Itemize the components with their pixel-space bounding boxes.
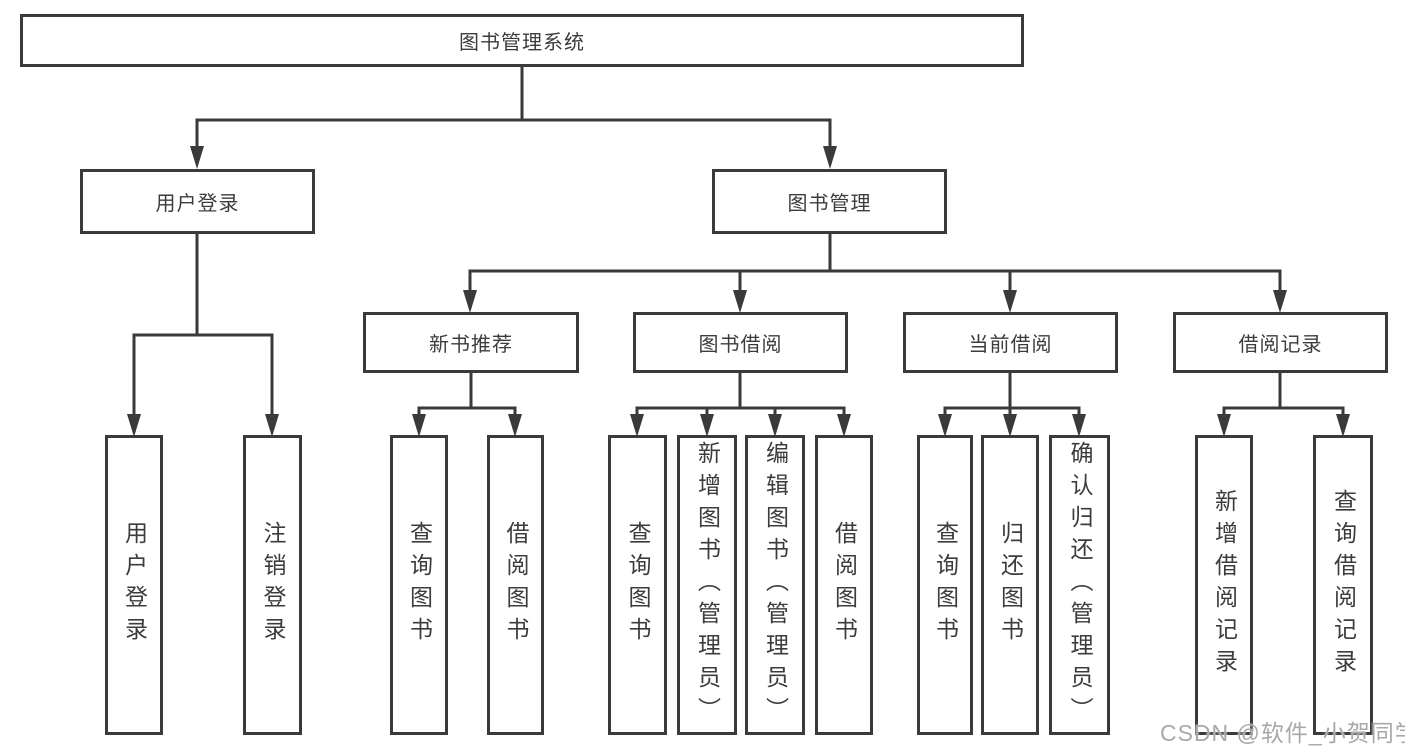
node-leaf-return-books: 归还图书	[981, 435, 1039, 735]
node-leaf-user-login: 用户登录	[105, 435, 163, 735]
node-label: 查询借阅记录	[1330, 489, 1357, 681]
node-label: 用户登录	[155, 193, 240, 215]
node-label: 图书借阅	[698, 334, 783, 356]
node-borrow-records: 借阅记录	[1173, 312, 1388, 373]
node-leaf-query-books: 查询图书	[608, 435, 667, 735]
node-user-login: 用户登录	[80, 169, 315, 234]
node-label: 确认归还（管理员）	[1067, 441, 1093, 729]
node-label: 图书管理系统	[459, 32, 585, 54]
node-leaf-add-borrow-record: 新增借阅记录	[1195, 435, 1253, 735]
node-current-borrow: 当前借阅	[903, 312, 1118, 373]
node-label: 新书推荐	[429, 334, 513, 356]
node-label: 查询图书	[406, 521, 433, 649]
node-new-book-recommend: 新书推荐	[363, 312, 579, 373]
node-library-management-system: 图书管理系统	[20, 14, 1024, 67]
node-label: 图书管理	[787, 193, 872, 215]
node-leaf-confirm-return-admin: 确认归还（管理员）	[1049, 435, 1110, 735]
node-label: 查询图书	[625, 521, 651, 649]
node-label: 新增借阅记录	[1211, 489, 1238, 681]
node-leaf-query-books: 查询图书	[390, 435, 448, 735]
node-label: 编辑图书（管理员）	[762, 441, 789, 729]
arrowhead-icons	[127, 146, 1350, 437]
node-label: 用户登录	[121, 521, 148, 649]
connector-strokes	[132, 67, 1345, 415]
node-leaf-borrow-books: 借阅图书	[815, 435, 873, 735]
node-label: 查询图书	[932, 521, 959, 649]
node-book-borrow: 图书借阅	[633, 312, 848, 373]
node-leaf-edit-books-admin: 编辑图书（管理员）	[745, 435, 805, 735]
node-label: 当前借阅	[968, 334, 1053, 356]
node-label: 借阅图书	[831, 521, 858, 649]
node-label: 新增图书（管理员）	[694, 441, 721, 729]
node-label: 借阅记录	[1238, 334, 1323, 356]
node-leaf-logout: 注销登录	[243, 435, 302, 735]
node-label: 借阅图书	[503, 521, 529, 649]
node-leaf-borrow-books: 借阅图书	[487, 435, 544, 735]
node-leaf-query-books: 查询图书	[917, 435, 973, 735]
node-leaf-add-books-admin: 新增图书（管理员）	[677, 435, 737, 735]
node-book-management: 图书管理	[712, 169, 947, 234]
node-label: 注销登录	[260, 521, 286, 649]
node-leaf-query-borrow-record: 查询借阅记录	[1313, 435, 1373, 735]
node-label: 归还图书	[997, 521, 1024, 649]
